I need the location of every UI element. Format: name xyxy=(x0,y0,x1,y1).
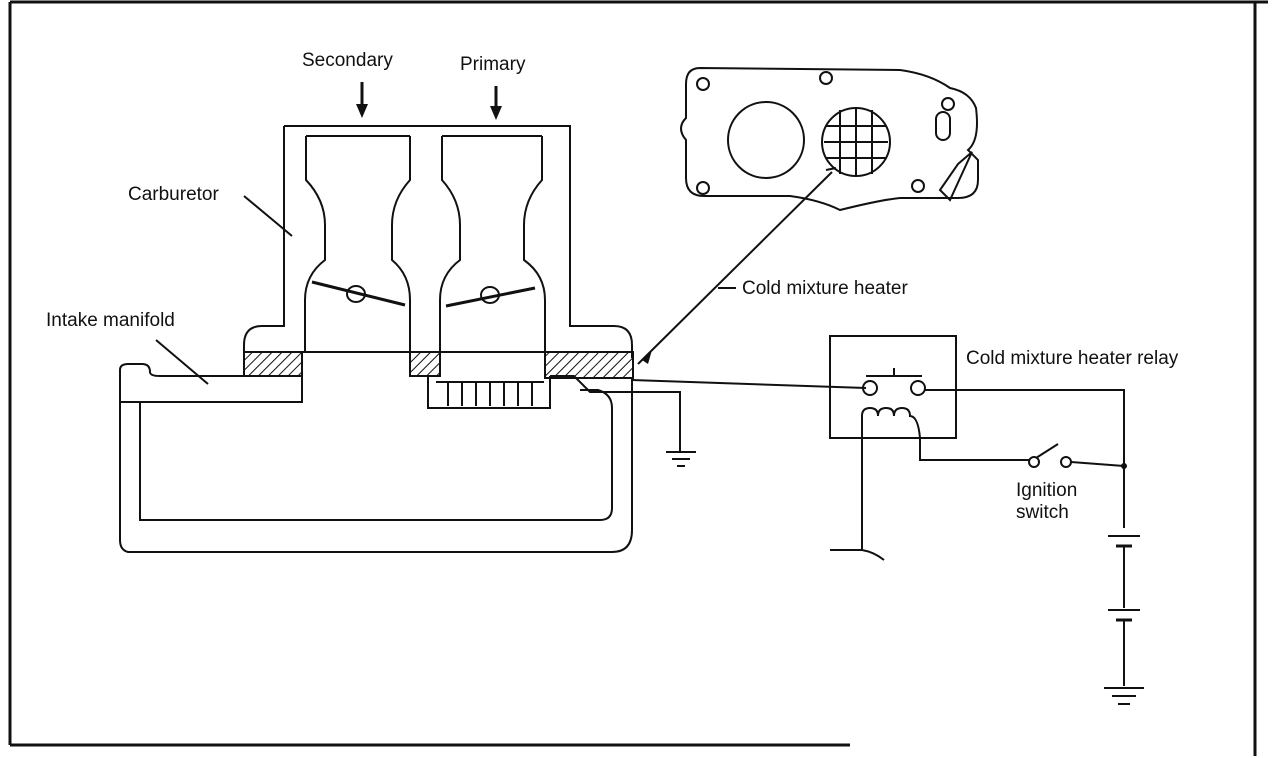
ignition-switch-symbol xyxy=(1028,443,1127,469)
relay-ground-wire xyxy=(861,438,885,561)
battery-symbol xyxy=(1108,535,1140,686)
label-primary: Primary xyxy=(460,54,526,75)
intake-manifold-leader xyxy=(155,339,209,385)
heater-plate-view xyxy=(680,66,979,212)
gasket-heater-layer xyxy=(243,351,634,379)
heater-leader-line xyxy=(637,171,833,365)
label-ignition-switch-line2: switch xyxy=(1016,502,1069,523)
label-ignition-switch-line1: Ignition xyxy=(1016,480,1077,501)
label-cold-mixture-heater-relay: Cold mixture heater relay xyxy=(966,348,1179,369)
heater-leader-arrow xyxy=(642,350,652,364)
carburetor-leader xyxy=(243,195,293,237)
relay-box xyxy=(829,335,957,439)
label-secondary: Secondary xyxy=(302,50,393,71)
label-carburetor: Carburetor xyxy=(128,184,219,205)
secondary-arrow xyxy=(356,82,368,118)
diagram-frame xyxy=(8,0,1268,756)
relay-coil-wire xyxy=(919,438,1030,461)
ground-symbol-manifold xyxy=(666,451,696,467)
relay-output-wire xyxy=(925,389,1125,528)
heater-mesh xyxy=(824,108,888,176)
heater-wire xyxy=(631,379,867,389)
label-intake-manifold: Intake manifold xyxy=(46,310,175,331)
label-cold-mixture-heater: Cold mixture heater xyxy=(742,278,908,299)
intake-manifold xyxy=(119,363,681,553)
primary-arrow xyxy=(490,86,502,120)
carburetor-body xyxy=(243,125,633,358)
heater-grid-fins xyxy=(447,382,533,406)
ground-symbol-battery xyxy=(1104,687,1144,705)
